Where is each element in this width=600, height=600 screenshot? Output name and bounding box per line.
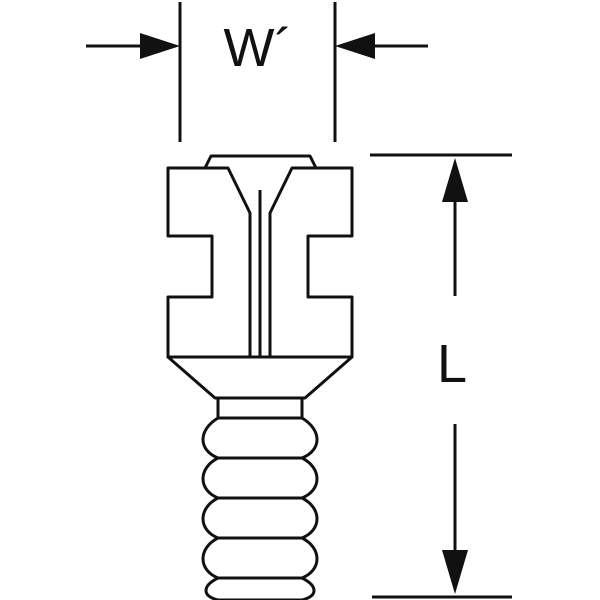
width-arrowhead-left bbox=[140, 33, 180, 59]
width-arrowhead-right bbox=[335, 33, 375, 59]
length-arrowhead-top bbox=[442, 158, 468, 202]
length-label: L bbox=[437, 334, 467, 394]
terminal-top-cap bbox=[203, 154, 318, 169]
terminal-body bbox=[166, 154, 354, 600]
length-arrowhead-bottom bbox=[442, 550, 468, 594]
terminal-transition bbox=[166, 355, 354, 400]
terminal-insulation-sleeve bbox=[201, 416, 319, 600]
length-dimension bbox=[370, 153, 512, 599]
terminal-barrel-collar bbox=[216, 396, 304, 420]
terminal-left-half bbox=[166, 166, 252, 359]
width-dimension bbox=[86, 2, 428, 142]
width-label: W´ bbox=[224, 18, 293, 78]
terminal-right-half bbox=[268, 166, 354, 359]
